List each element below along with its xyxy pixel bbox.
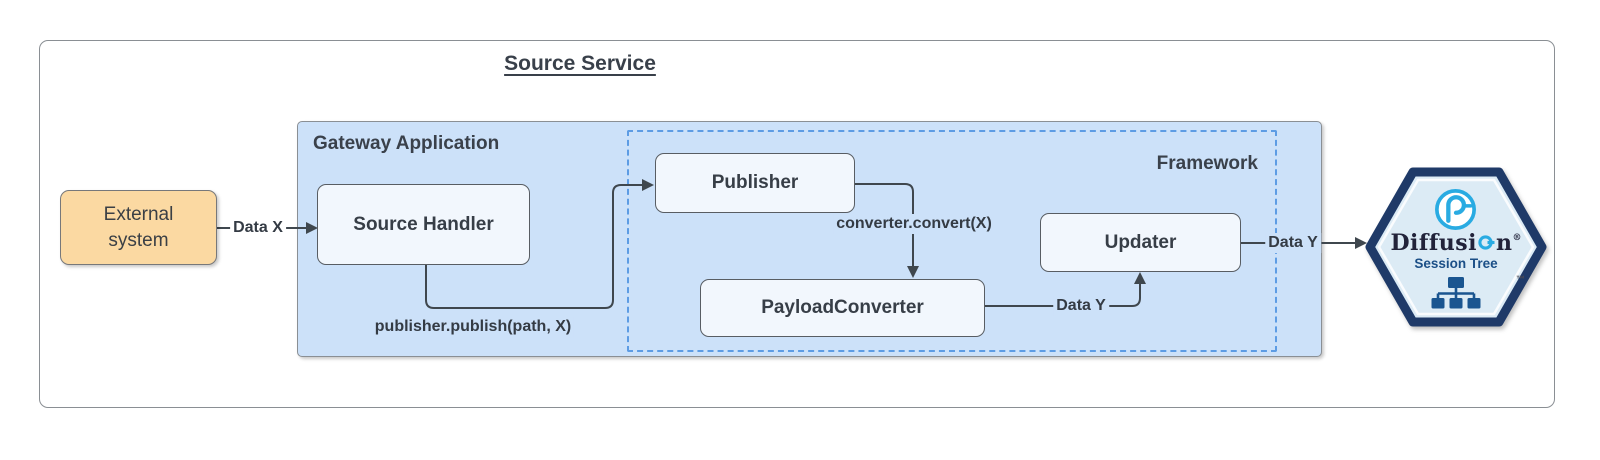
edge-label-publisher-publish: publisher.publish(path, X) bbox=[371, 317, 575, 337]
diffusion-logo-icon bbox=[1435, 189, 1476, 230]
edge-label-data-x: Data X bbox=[230, 218, 286, 238]
updater-label: Updater bbox=[1104, 231, 1177, 253]
diffusion-o-arrow-icon bbox=[1478, 235, 1495, 250]
diagram-title: Source Service bbox=[504, 52, 656, 75]
edge-label-data-y-updater: Data Y bbox=[1265, 233, 1321, 253]
edge-label-data-y-payload: Data Y bbox=[1053, 296, 1109, 316]
badge-trademark-mark: ™ bbox=[1516, 274, 1525, 284]
registered-trademark-mark: ® bbox=[1512, 233, 1522, 243]
edge-label-converter-convert: converter.convert(X) bbox=[833, 214, 995, 234]
session-tree-label: Session Tree bbox=[1414, 256, 1498, 271]
session-tree-icon bbox=[1431, 277, 1481, 309]
external-system-label: External system bbox=[103, 203, 174, 251]
source-handler-node: Source Handler bbox=[317, 184, 530, 265]
publisher-label: Publisher bbox=[711, 172, 799, 193]
updater-node: Updater bbox=[1040, 213, 1241, 272]
diffusion-wordmark: Diffusi n® bbox=[1370, 230, 1542, 256]
payload-converter-node: PayloadConverter bbox=[700, 279, 985, 337]
external-system-node: External system bbox=[60, 190, 217, 265]
gateway-application-label: Gateway Application bbox=[313, 133, 500, 154]
diffusion-hexagon bbox=[1365, 167, 1547, 327]
payload-converter-label: PayloadConverter bbox=[761, 297, 924, 318]
source-handler-label: Source Handler bbox=[353, 213, 494, 235]
diffusion-badge-content: Diffusi n® Session Tree bbox=[1370, 172, 1542, 322]
diffusion-wordmark-prefix: Diffusi bbox=[1390, 230, 1478, 256]
framework-label: Framework bbox=[1156, 153, 1258, 174]
publisher-node: Publisher bbox=[655, 153, 855, 213]
diffusion-wordmark-suffix: n bbox=[1496, 230, 1513, 256]
